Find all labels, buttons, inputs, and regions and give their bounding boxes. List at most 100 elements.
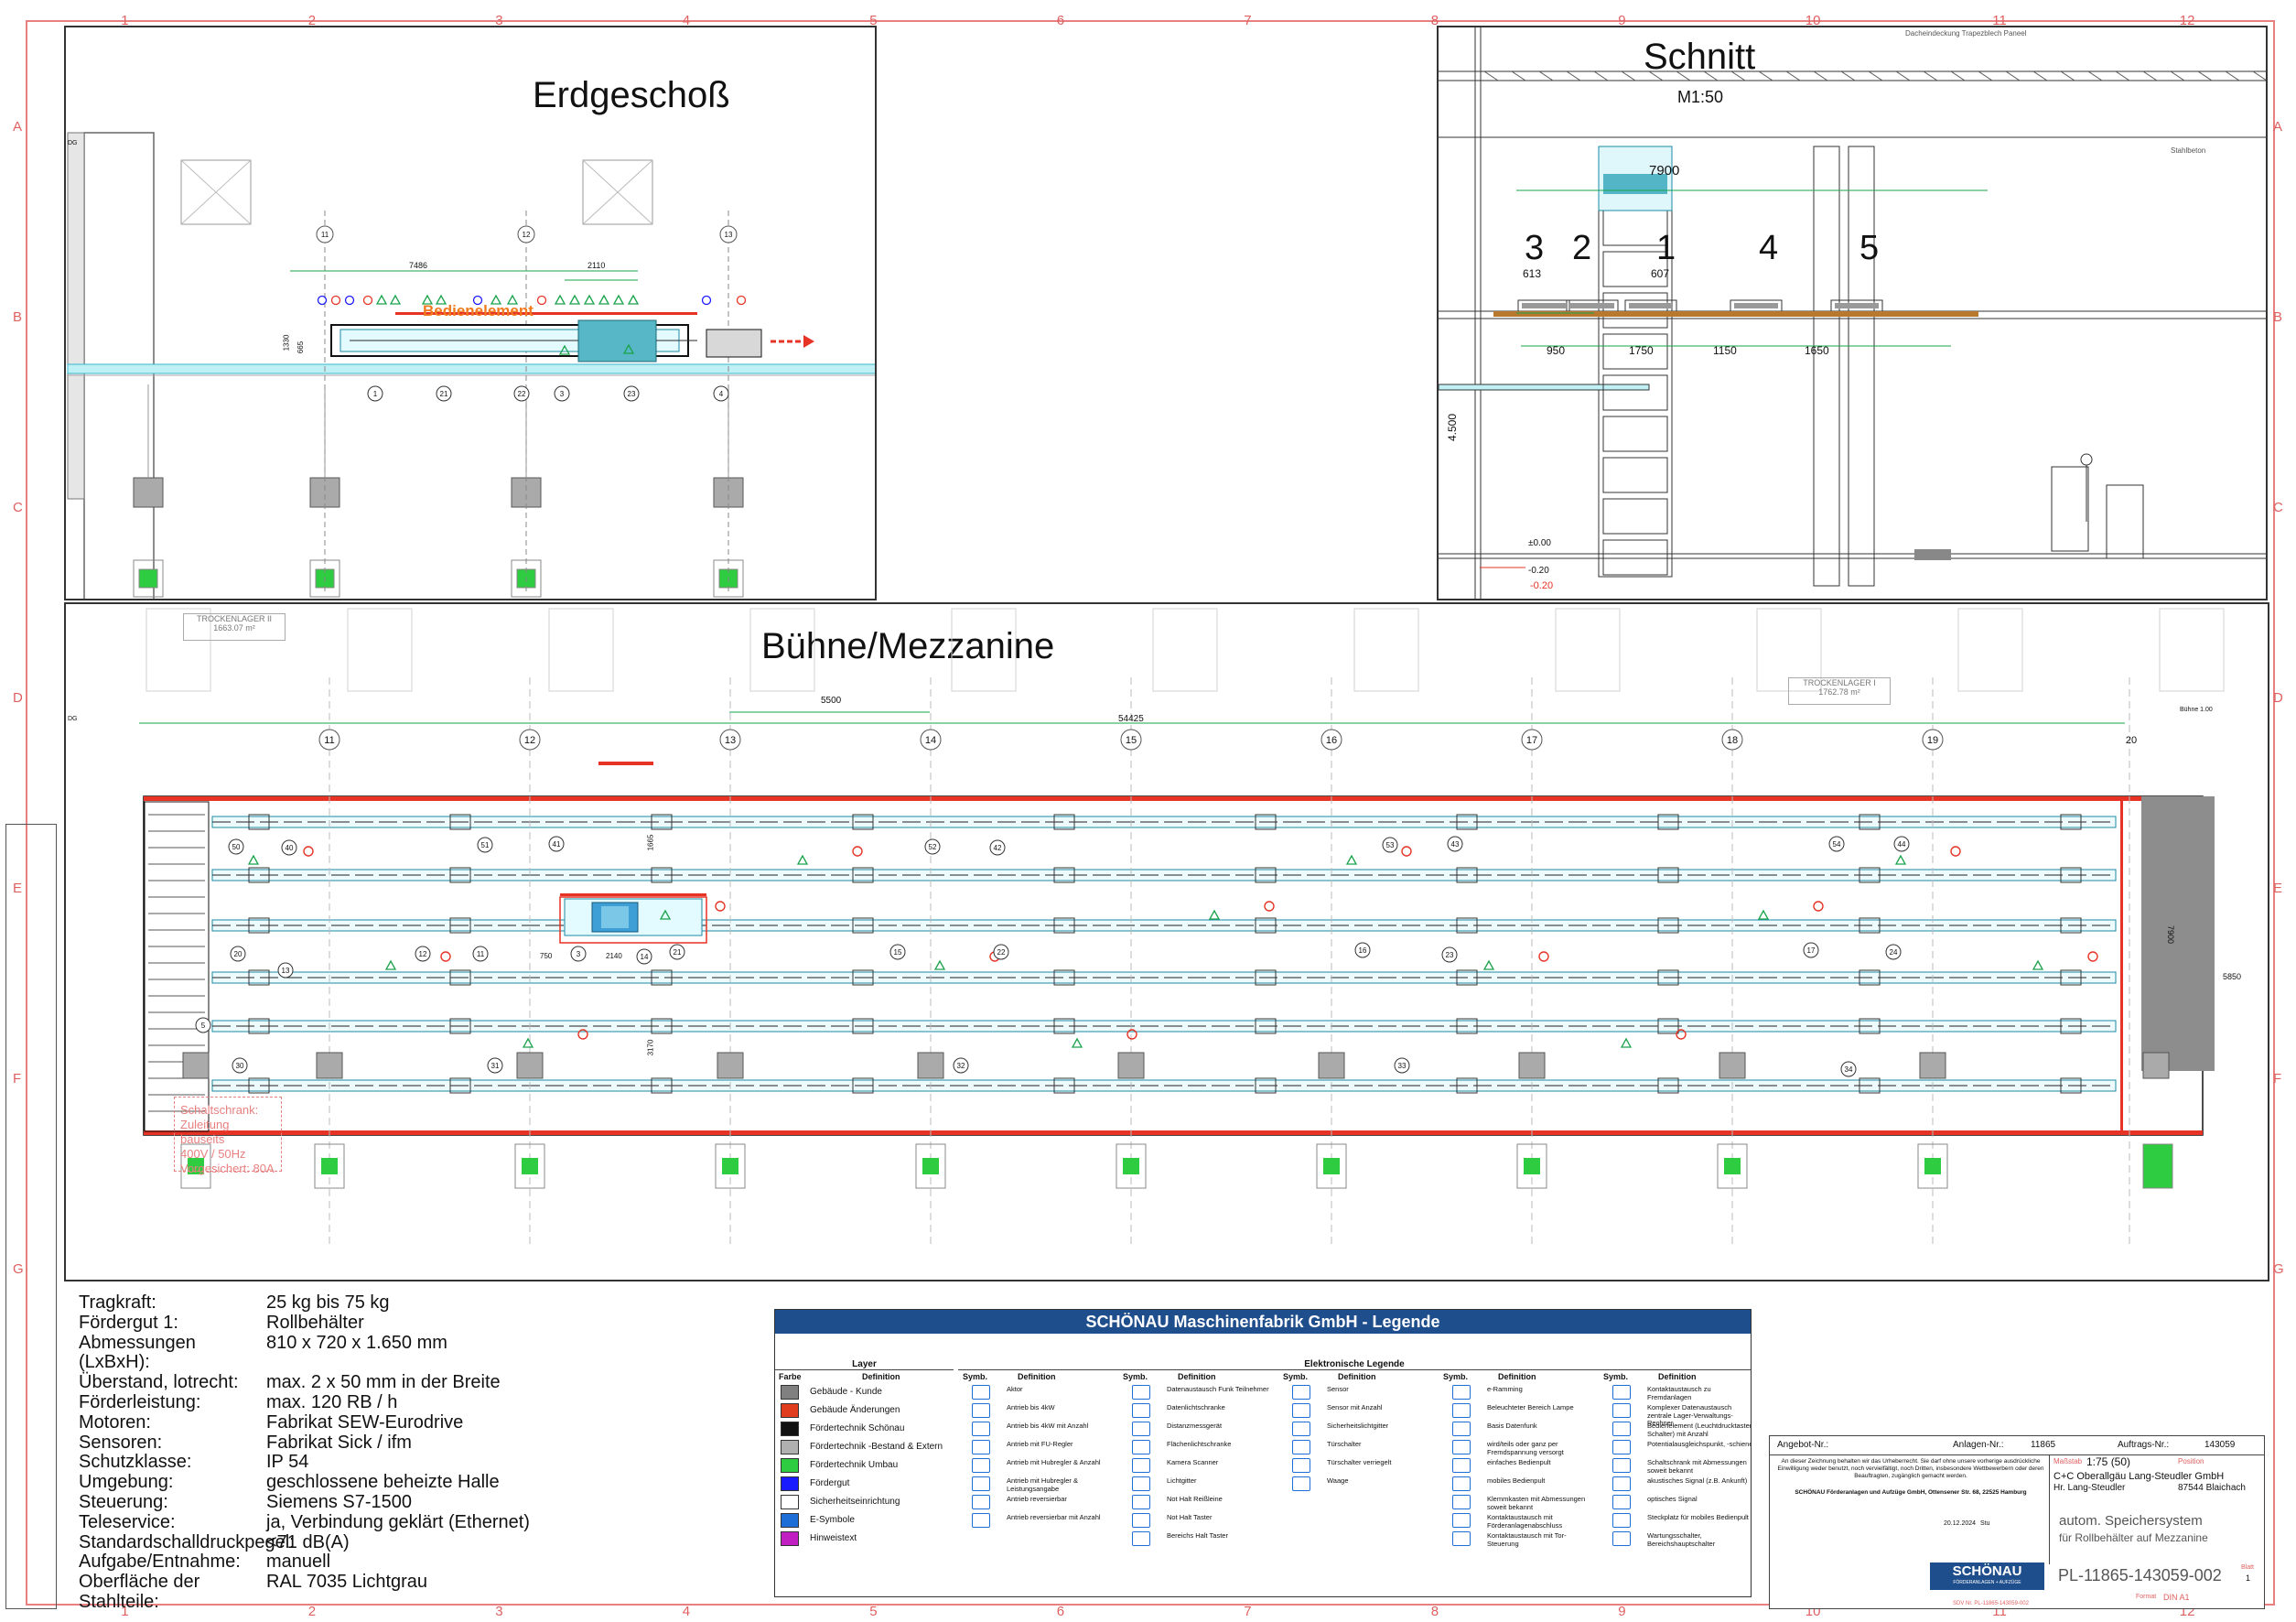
section-position-2: 2	[1572, 229, 1592, 267]
spec-row: Schutzklasse:IP 54	[79, 1453, 530, 1473]
section-position-5: 5	[1859, 229, 1880, 267]
ground-sensor	[612, 294, 625, 305]
mezz-lane-drive	[1657, 814, 1679, 830]
mezz-column-base	[514, 1143, 545, 1189]
mezz-column-base	[915, 1143, 946, 1189]
mezz-axis-15: 15	[1126, 735, 1137, 746]
ground-sensor	[622, 343, 635, 354]
mezz-lane-drive	[1859, 917, 1881, 934]
ground-callout-circle	[713, 385, 729, 402]
mezz-column-foot	[321, 1158, 338, 1174]
section-roof-truss	[2142, 70, 2158, 81]
mezz-lane-drive	[1657, 1077, 1679, 1094]
section-roof-truss	[2115, 70, 2130, 81]
ruler-left-B: B	[13, 309, 23, 325]
mezz-column	[1518, 1052, 1546, 1079]
mezz-sensor	[1208, 909, 1221, 920]
legend-elec-item: Schaltschrank mit Abmessungen soweit bek…	[1647, 1458, 1747, 1475]
tb-customer-contact: Hr. Lang-Steudler	[2053, 1483, 2126, 1493]
ruler-bottom-9: 9	[1618, 1604, 1626, 1619]
mezz-axis-13: 13	[725, 735, 736, 746]
legend-swatch	[781, 1531, 799, 1546]
mezz-axis-circle	[1721, 729, 1743, 751]
legend-box: SCHÖNAU Maschinenfabrik GmbH - Legende L…	[774, 1309, 1752, 1597]
legend-elec-item: Aktor	[1007, 1385, 1023, 1393]
mezz-lane-drive	[1255, 969, 1277, 986]
legend-elec-symbol	[972, 1422, 990, 1436]
mezz-column-base	[1316, 1143, 1347, 1189]
section-roof-truss	[1978, 70, 1993, 81]
legend-symb-head: Symb.	[1443, 1372, 1469, 1381]
section-lift-cell	[1602, 333, 1668, 370]
mezz-motor	[852, 846, 863, 857]
mezz-column-base	[715, 1143, 746, 1189]
section-position-3: 3	[1525, 229, 1545, 267]
ground-dim-7486: 7486	[409, 261, 428, 270]
ground-symbol	[736, 295, 747, 306]
section-lift-cell	[1602, 292, 1668, 329]
mezz-dim-7900: 7900	[2166, 925, 2176, 945]
ruler-right-G: G	[2273, 1261, 2284, 1277]
legend-elec-symbol	[1132, 1531, 1150, 1546]
section-roof-truss	[1511, 70, 1526, 81]
legend-elec-item: Lichtgitter	[1167, 1476, 1197, 1485]
legend-elec-item: Sensor	[1327, 1385, 1349, 1393]
tb-logo: SCHÖNAU FÖRDERANLAGEN + AUFZÜGE	[1930, 1563, 2044, 1590]
mezz-callout-circle	[669, 944, 685, 960]
ground-column-foot	[138, 568, 158, 589]
mezz-column-foot	[1924, 1158, 1941, 1174]
mezz-lane-drive	[248, 1077, 270, 1094]
legend-elec-item: Kontaktaustausch zu Fremdanlagen	[1647, 1385, 1711, 1401]
legend-def-head: Definition	[1178, 1372, 1216, 1381]
ruler-left-C: C	[13, 500, 23, 515]
ruler-right-F: F	[2273, 1071, 2282, 1087]
mezz-callout-circle	[1394, 1057, 1410, 1074]
mezz-callout-circle	[1885, 944, 1902, 960]
spec-row: Tragkraft:25 kg bis 75 kg	[79, 1292, 530, 1314]
spec-value: geschlossene beheizte Halle	[266, 1472, 500, 1493]
ground-sensor	[598, 294, 610, 305]
tb-auftrags-label: Auftrags-Nr.:	[2118, 1440, 2170, 1450]
section-roof-truss	[2087, 70, 2103, 81]
ruler-top-9: 9	[1618, 13, 1626, 28]
mezz-callout-53: 53	[1386, 841, 1395, 849]
mezz-column-base	[1116, 1143, 1147, 1189]
mezz-sensor	[1757, 909, 1770, 920]
ruler-right-E: E	[2273, 881, 2283, 896]
legend-elec-symbol	[1452, 1458, 1471, 1473]
mezz-rack-bg	[347, 608, 413, 692]
mezz-rack-bg	[1957, 608, 2023, 692]
section-level-0: ±0.00	[1528, 538, 1551, 548]
mezz-callout-circle	[993, 944, 1009, 960]
legend-elec-item: optisches Signal	[1647, 1495, 1698, 1503]
legend-symb-head: Symb.	[1603, 1372, 1629, 1381]
title-block: Angebot-Nr.: Anlagen-Nr.: 11865 Auftrags…	[1769, 1435, 2265, 1609]
mezz-callout-51: 51	[481, 841, 490, 849]
mezz-column-foot	[2142, 1143, 2173, 1189]
spec-row: Überstand, lotrecht:max. 2 x 50 mm in de…	[79, 1372, 530, 1393]
legend-elec-symbol	[1452, 1422, 1471, 1436]
tb-blatt: 1	[2246, 1573, 2251, 1583]
legend-elec-item: e-Ramming	[1487, 1385, 1523, 1393]
mezz-lane-drive	[651, 814, 673, 830]
section-dim-1750: 1750	[1629, 344, 1654, 357]
tb-massstab-label: Maßstab	[2053, 1457, 2083, 1465]
legend-layer-head: Layer	[775, 1359, 954, 1370]
legend-elec-item: Datenaustausch Funk Teilnehmer	[1167, 1385, 1269, 1393]
mezz-column	[1719, 1052, 1746, 1079]
legend-symb-head: Symb.	[1283, 1372, 1309, 1381]
mezz-column-foot	[1524, 1158, 1540, 1174]
mezz-rack-bg	[146, 608, 211, 692]
ruler-right-A: A	[2273, 119, 2283, 135]
spec-value: RAL 7035 Lichtgrau	[266, 1572, 428, 1593]
spec-value: 25 kg bis 75 kg	[266, 1292, 390, 1313]
mezz-column-foot	[1123, 1158, 1139, 1174]
mezz-sensor	[796, 854, 809, 865]
legend-layer-name: Sicherheitseinrichtung	[810, 1497, 900, 1507]
mezz-callout-14: 14	[641, 953, 649, 961]
legend-elec-symbol	[1612, 1495, 1631, 1509]
legend-elec-head: Elektronische Legende	[958, 1359, 1751, 1370]
mezz-axis-11: 11	[324, 735, 334, 746]
mezzanine-title: Bühne/Mezzanine	[761, 626, 1055, 666]
